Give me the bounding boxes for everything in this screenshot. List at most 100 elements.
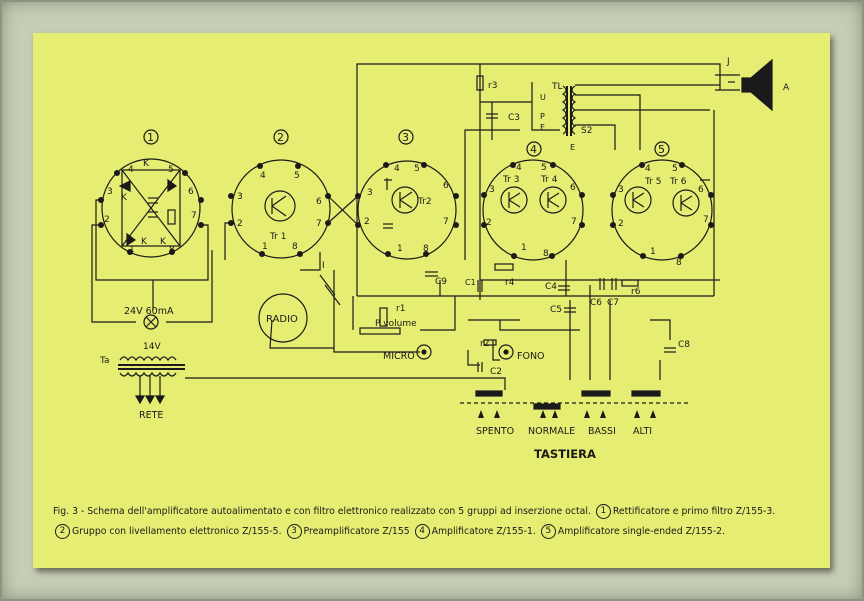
capacitor-c8: C8 [664, 340, 690, 353]
module-1-part-k3: K [141, 237, 148, 247]
schematic-plate [33, 33, 830, 568]
module-5-pin-3: 3 [618, 185, 624, 195]
module-2-pin-4: 4 [260, 171, 266, 181]
radio-input: RADIO [258, 293, 308, 343]
module-2-pin-6: 6 [316, 197, 322, 207]
module-4-pin-5: 5 [541, 163, 547, 173]
module-1-part-k1: K [143, 159, 150, 169]
module-1-pin-2: 2 [104, 215, 110, 225]
c1-label: C1 [465, 278, 476, 287]
micro-input: MICRO [383, 344, 432, 362]
module-2-pin-3: 3 [237, 192, 243, 202]
figure-caption: Fig. 3 - Schema dell'amplificatore autoa… [53, 502, 783, 542]
jack-label: J [726, 57, 730, 67]
module-1-number: 1 [147, 131, 154, 144]
amplifier-schematic: 1 K K K K 4 [91, 57, 790, 461]
caption-item-2-number: 2 [55, 524, 70, 539]
caption-prefix: Fig. 3 - Schema dell'amplificatore autoa… [53, 506, 591, 517]
c9-label: C9 [435, 277, 447, 287]
tl-label: TL [551, 82, 563, 92]
module-4-pin-6: 6 [570, 183, 576, 193]
c7-label: C7 [607, 298, 619, 308]
capacitor-c1: C1 [465, 278, 483, 292]
module-3-pin-7: 7 [443, 217, 449, 227]
module-4-part-tr4: Tr 4 [540, 175, 558, 185]
module-5-pin-6: 6 [698, 185, 704, 195]
module-2-number: 2 [277, 131, 284, 144]
module-4: 4 Tr 3 Tr 4 4 5 3 6 2 7 1 8 [481, 141, 585, 261]
caption-item-3-number: 3 [286, 524, 302, 539]
module-5: 5 Tr 5 Tr 6 4 5 3 6 2 7 1 8 [610, 141, 714, 268]
caption-item-5-text: Amplificatore single-ended Z/155-2. [557, 526, 726, 537]
module-5-number: 5 [658, 143, 665, 156]
module-1: 1 K K K K 4 [98, 129, 204, 258]
c8-label: C8 [678, 340, 690, 350]
c3-label: C3 [508, 113, 520, 123]
fono-label: FONO [517, 351, 545, 362]
module-3-pin-6: 6 [443, 181, 449, 191]
module-4-number: 4 [530, 143, 537, 156]
module-3-pin-8: 8 [423, 244, 429, 254]
tl-e2-label: E [570, 143, 575, 152]
module-1-pin-6: 6 [188, 187, 194, 197]
module-3-pin-4: 4 [394, 164, 400, 174]
capacitor-c3: C3 [486, 113, 520, 123]
module-2-pin-2: 2 [237, 219, 243, 229]
switch-label: I [322, 261, 325, 271]
module-3-pin-2: 2 [364, 217, 370, 227]
capacitor-c5: C5 [550, 305, 576, 315]
module-1-pin-3: 3 [107, 187, 113, 197]
mains-label: RETE [139, 410, 163, 421]
caption-item-1-text: Rettificatore e primo filtro Z/155-3. [612, 506, 776, 517]
caption-item-4-number: 4 [414, 524, 430, 539]
module-3-pin-5: 5 [414, 164, 420, 174]
key-bassi: BASSI [588, 426, 616, 437]
r6-label: r6 [631, 287, 641, 297]
module-3: 3 Tr2 4 5 3 6 2 7 [355, 129, 459, 260]
key-spento: SPENTO [476, 426, 514, 437]
module-5-pin-2: 2 [618, 219, 624, 229]
caption-item-5-number: 5 [540, 524, 556, 539]
r2-label: r2 [480, 339, 489, 349]
module-1-part-k2: K [121, 193, 128, 203]
transformer-label: Ta [99, 356, 110, 366]
module-3-pin-1: 1 [397, 244, 403, 254]
output-transformer: TL U P E E S2 [540, 82, 592, 152]
resistor-r6: r6 [621, 279, 641, 297]
module-5-part-tr5: Tr 5 [644, 177, 661, 187]
transformer-secondary-label: 14V [143, 342, 161, 352]
module-3-number: 3 [402, 131, 409, 144]
module-1-pin-1: 1 [129, 245, 135, 255]
module-1-pin-5: 5 [168, 165, 174, 175]
module-2-pin-8: 8 [292, 242, 298, 252]
caption-item-3-text: Preamplificatore Z/155 [303, 526, 410, 537]
capacitor-c4: C4 [545, 282, 570, 292]
keyboard-title: TASTIERA [534, 447, 596, 461]
wiring [91, 63, 721, 404]
key-alti: ALTI [633, 426, 652, 437]
capacitor-c6-c7: C6 C7 [590, 278, 619, 308]
c6-label: C6 [590, 298, 602, 308]
module-1-pin-4: 4 [128, 165, 134, 175]
module-4-pin-8: 8 [543, 249, 549, 259]
r3-label: r3 [488, 81, 497, 91]
module-5-pin-1: 1 [650, 247, 656, 257]
module-3-pin-3: 3 [367, 188, 373, 198]
module-2-pin-1: 1 [262, 242, 268, 252]
r1-label: r1 [396, 304, 405, 314]
c2-label: C2 [490, 367, 502, 377]
module-4-pin-4: 4 [516, 163, 522, 173]
caption-item-2-text: Gruppo con livellamento elettronico Z/15… [72, 526, 282, 537]
volume-label: P volume [375, 319, 417, 329]
module-1-pin-7: 7 [191, 211, 197, 221]
module-4-part-tr3: Tr 3 [502, 175, 519, 185]
output-jack: J [715, 57, 740, 91]
input-switch: I [319, 261, 341, 306]
keyboard: SPENTO NORMALE BASSI ALTI TASTIERA [475, 390, 661, 461]
r4-label: r4 [505, 278, 515, 288]
power-transformer: 14V Ta RETE [99, 342, 185, 421]
module-1-pin-8: 8 [169, 245, 175, 255]
module-2-pin-5: 5 [294, 171, 300, 181]
c4-label: C4 [545, 282, 557, 292]
capacitor-c9: C9 [425, 271, 447, 287]
